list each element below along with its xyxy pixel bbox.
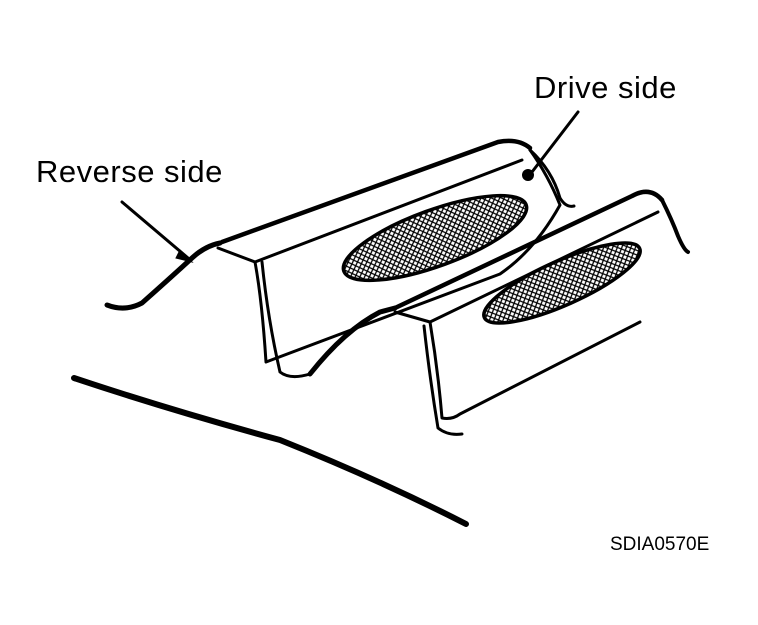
- drive-side-leader-line: [530, 110, 580, 174]
- tooth-1-drive-face: [253, 148, 562, 364]
- gear-root-left: [104, 240, 223, 311]
- figure-code-label: SDIA0570E: [610, 534, 710, 555]
- contact-pattern-tooth-1: [341, 193, 529, 283]
- reverse-side-label: Reverse side: [36, 154, 223, 189]
- tooth-1-top-land: [219, 138, 533, 245]
- tooth-1-base-edge: [528, 148, 576, 208]
- tooth-2-reverse-flank: [422, 324, 464, 436]
- contact-pattern-tooth-2: [482, 241, 642, 325]
- tooth-2-top-land: [392, 189, 665, 311]
- tooth-gap-curve: [307, 305, 398, 377]
- tooth-1-reverse-flank: [260, 260, 312, 379]
- tooth-2-drive-face: [428, 320, 642, 420]
- drive-side-label: Drive side: [534, 70, 677, 105]
- reverse-side-arrowhead: [175, 249, 194, 263]
- reverse-side-leader-line: [120, 200, 190, 260]
- gear-base-curve: [71, 375, 469, 527]
- tooth-2-right-flank: [660, 198, 690, 254]
- drive-side-marker-dot: [522, 169, 534, 181]
